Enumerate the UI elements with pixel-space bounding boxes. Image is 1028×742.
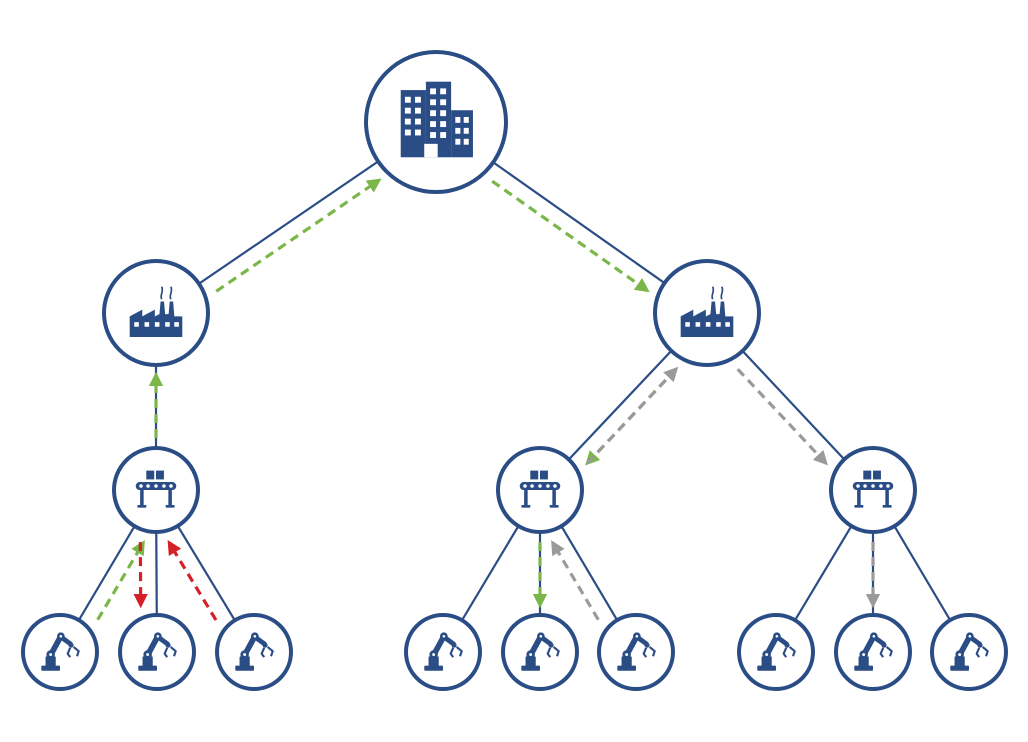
node-ring — [834, 613, 912, 691]
node-robot-a1[interactable] — [21, 613, 99, 691]
edges — [59, 121, 970, 653]
flow-arrow-line-b-to-factory-right — [586, 366, 679, 465]
node-factory-right[interactable] — [653, 259, 761, 367]
node-ring — [21, 613, 99, 691]
nodes — [21, 50, 1008, 691]
node-ring — [597, 613, 675, 691]
node-line-a[interactable] — [112, 446, 200, 534]
node-ring — [404, 613, 482, 691]
node-ring — [102, 259, 210, 367]
data-flows — [96, 178, 881, 621]
node-ring — [930, 613, 1008, 691]
node-hq[interactable] — [364, 50, 508, 194]
node-line-b[interactable] — [496, 446, 584, 534]
node-robot-a2[interactable] — [118, 613, 196, 691]
node-robot-b3[interactable] — [597, 613, 675, 691]
flow-arrow-factory-right-to-line-c — [736, 368, 828, 466]
node-line-c[interactable] — [829, 446, 917, 534]
node-factory-left[interactable] — [102, 259, 210, 367]
node-robot-b1[interactable] — [404, 613, 482, 691]
node-robot-c2[interactable] — [834, 613, 912, 691]
flow-arrow-robot-a1-to-line-a — [96, 540, 145, 621]
node-ring — [653, 259, 761, 367]
node-ring — [737, 613, 815, 691]
flow-arrow-factory-left-to-hq — [215, 178, 382, 293]
node-ring — [501, 613, 579, 691]
flow-arrow-hq-to-factory-right — [491, 179, 650, 293]
node-ring — [118, 613, 196, 691]
node-robot-c1[interactable] — [737, 613, 815, 691]
node-ring — [215, 613, 293, 691]
flow-arrow-robot-b3-to-line-b — [551, 540, 600, 621]
node-robot-b2[interactable] — [501, 613, 579, 691]
flow-arrow-robot-a3-to-line-a — [167, 540, 218, 621]
node-robot-a3[interactable] — [215, 613, 293, 691]
node-robot-c3[interactable] — [930, 613, 1008, 691]
